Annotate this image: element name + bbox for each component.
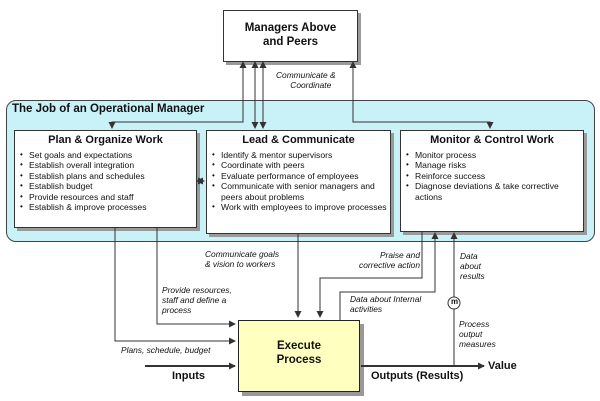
provide-resources-label: Provide resources, staff and define a pr…: [162, 285, 232, 315]
label-line: Praise and: [379, 250, 420, 260]
label-line: process: [162, 305, 192, 315]
communicate-goals-label: Communicate goals & vision to workers: [205, 249, 279, 269]
list-item: Work with employees to improve processes: [212, 202, 390, 213]
list-item: Coordinate with peers: [212, 160, 390, 171]
lead-communicate-title: Lead & Communicate: [242, 134, 355, 146]
execute-process-box: Execute Process: [238, 320, 360, 392]
praise-label: Praise and corrective action: [340, 250, 420, 270]
label-line: Data about Internal: [350, 294, 422, 304]
list-item: Establish plans and schedules: [20, 171, 196, 182]
label-line: Process: [459, 319, 490, 329]
lead-communicate-box: Lead & Communicate Identify & mentor sup…: [206, 130, 391, 234]
list-item: Communicate with senior managers and pee…: [212, 181, 390, 202]
label-line: corrective action: [359, 260, 420, 270]
monitor-control-title: Monitor & Control Work: [430, 134, 554, 146]
label-line: activities: [350, 304, 383, 314]
measurement-marker: [447, 296, 461, 310]
execute-line2: Process: [276, 354, 322, 366]
value-label: Value: [488, 360, 517, 372]
label-line: Communicate goals: [205, 249, 280, 259]
list-item: Monitor process: [406, 150, 583, 161]
managers-above-box: Managers Above and Peers: [223, 10, 358, 62]
execute-line1: Execute: [276, 340, 322, 352]
label-line: Data: [460, 251, 478, 261]
monitor-control-box: Monitor & Control Work Monitor process M…: [400, 130, 584, 232]
list-item: Diagnose deviations & take corrective ac…: [406, 181, 583, 202]
lead-communicate-list: Identify & mentor supervisors Coordinate…: [207, 150, 390, 213]
label-line: output: [459, 329, 483, 339]
list-item: Provide resources and staff: [20, 192, 196, 203]
process-output-label: Process output measures: [459, 319, 496, 349]
label-line: Coordinate: [290, 80, 332, 90]
list-item: Set goals and expectations: [20, 150, 196, 161]
managers-line2: and Peers: [263, 36, 318, 48]
list-item: Reinforce success: [406, 171, 583, 182]
data-results-label: Data about results: [460, 251, 485, 281]
data-internal-label: Data about Internal activities: [350, 294, 421, 314]
list-item: Establish & improve processes: [20, 202, 196, 213]
label-line: Provide resources,: [162, 285, 232, 295]
label-line: about: [460, 261, 481, 271]
plan-organize-box: Plan & Organize Work Set goals and expec…: [14, 130, 197, 228]
list-item: Identify & mentor supervisors: [212, 150, 390, 161]
monitor-control-list: Monitor process Manage risks Reinforce s…: [401, 150, 583, 202]
label-line: Communicate &: [276, 70, 336, 80]
label-line: staff and define a: [162, 295, 227, 305]
inputs-label: Inputs: [172, 370, 205, 382]
label-line: & vision to workers: [205, 259, 276, 269]
list-item: Establish budget: [20, 181, 196, 192]
label-line: results: [460, 271, 485, 281]
measurement-marker-label: m: [450, 297, 459, 306]
plan-organize-title: Plan & Organize Work: [48, 134, 163, 146]
label-line: measures: [459, 339, 496, 349]
outputs-label: Outputs (Results): [371, 370, 464, 382]
list-item: Manage risks: [406, 160, 583, 171]
list-item: Evaluate performance of employees: [212, 171, 390, 182]
list-item: Establish overall integration: [20, 160, 196, 171]
communicate-coordinate-label: Communicate & Coordinate: [276, 70, 336, 90]
plan-organize-list: Set goals and expectations Establish ove…: [15, 150, 196, 213]
managers-line1: Managers Above: [244, 22, 337, 34]
plans-label: Plans, schedule, budget: [121, 345, 211, 355]
